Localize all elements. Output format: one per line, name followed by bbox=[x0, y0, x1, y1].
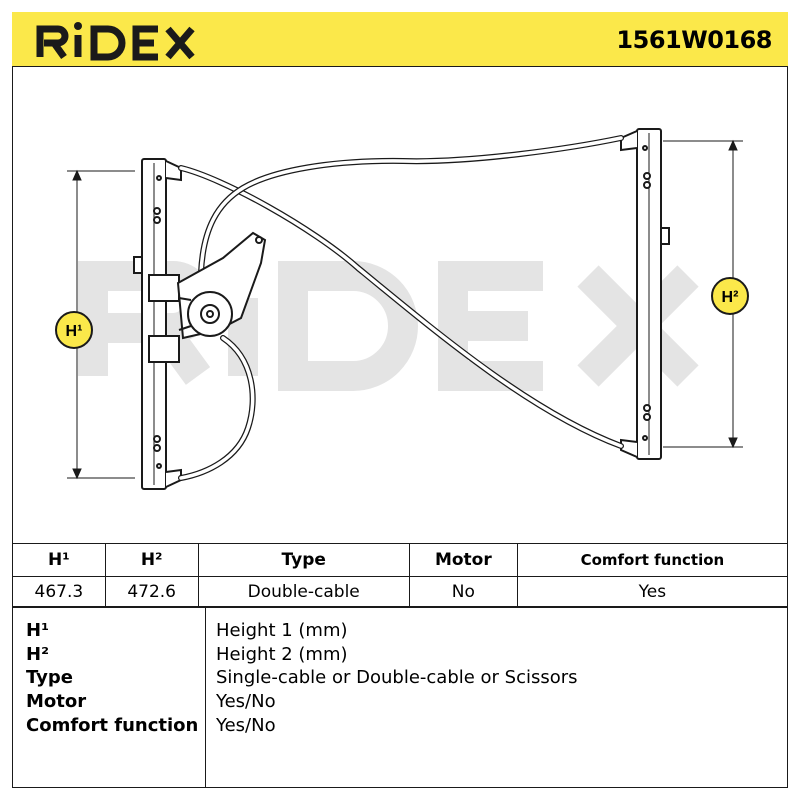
spec-table-header-row: H¹ H² Type Motor Comfort function bbox=[12, 543, 789, 577]
spec-header-comfort: Comfort function bbox=[516, 543, 789, 577]
left-rail bbox=[133, 158, 182, 490]
spec-table-value-row: 467.3 472.6 Double-cable No Yes bbox=[12, 576, 789, 608]
legend-key: H¹ bbox=[26, 620, 49, 641]
spec-header-h2: H² bbox=[104, 543, 199, 577]
legend-key: H² bbox=[26, 644, 49, 665]
right-rail bbox=[620, 128, 670, 460]
h2-badge-label: H² bbox=[722, 289, 739, 306]
legend-key: Comfort function bbox=[26, 715, 199, 736]
ridex-logo bbox=[36, 22, 195, 61]
spec-table: H¹ H² Type Motor Comfort function 467.3 … bbox=[12, 543, 789, 608]
spec-value-type: Double-cable bbox=[197, 576, 410, 608]
spec-header-type: Type bbox=[197, 543, 410, 577]
window-regulator-drawing: H¹ H² bbox=[13, 68, 787, 542]
spec-value-comfort: Yes bbox=[516, 576, 789, 608]
legend-key: Motor bbox=[26, 691, 87, 712]
spec-header-motor: Motor bbox=[408, 543, 518, 577]
legend-key: Type bbox=[26, 667, 73, 688]
legend-value: Height 2 (mm) bbox=[216, 644, 348, 665]
spec-header-h1: H¹ bbox=[12, 543, 106, 577]
legend: H¹ Height 1 (mm) H² Height 2 (mm) Type S… bbox=[12, 606, 788, 788]
header-bar: 1561W0168 bbox=[12, 12, 788, 67]
legend-value: Yes/No bbox=[216, 691, 276, 712]
h1-badge: H¹ bbox=[55, 311, 93, 349]
drive-bracket bbox=[176, 231, 267, 340]
cables bbox=[178, 135, 624, 481]
legend-divider bbox=[205, 607, 206, 788]
legend-value: Single-cable or Double-cable or Scissors bbox=[216, 667, 578, 688]
part-number: 1561W0168 bbox=[616, 26, 772, 54]
h1-badge-label: H¹ bbox=[66, 323, 83, 340]
spec-value-motor: No bbox=[408, 576, 518, 608]
h2-badge: H² bbox=[711, 277, 749, 315]
legend-value: Yes/No bbox=[216, 715, 276, 736]
spec-value-h2: 472.6 bbox=[104, 576, 199, 608]
spec-value-h1: 467.3 bbox=[12, 576, 106, 608]
legend-value: Height 1 (mm) bbox=[216, 620, 348, 641]
